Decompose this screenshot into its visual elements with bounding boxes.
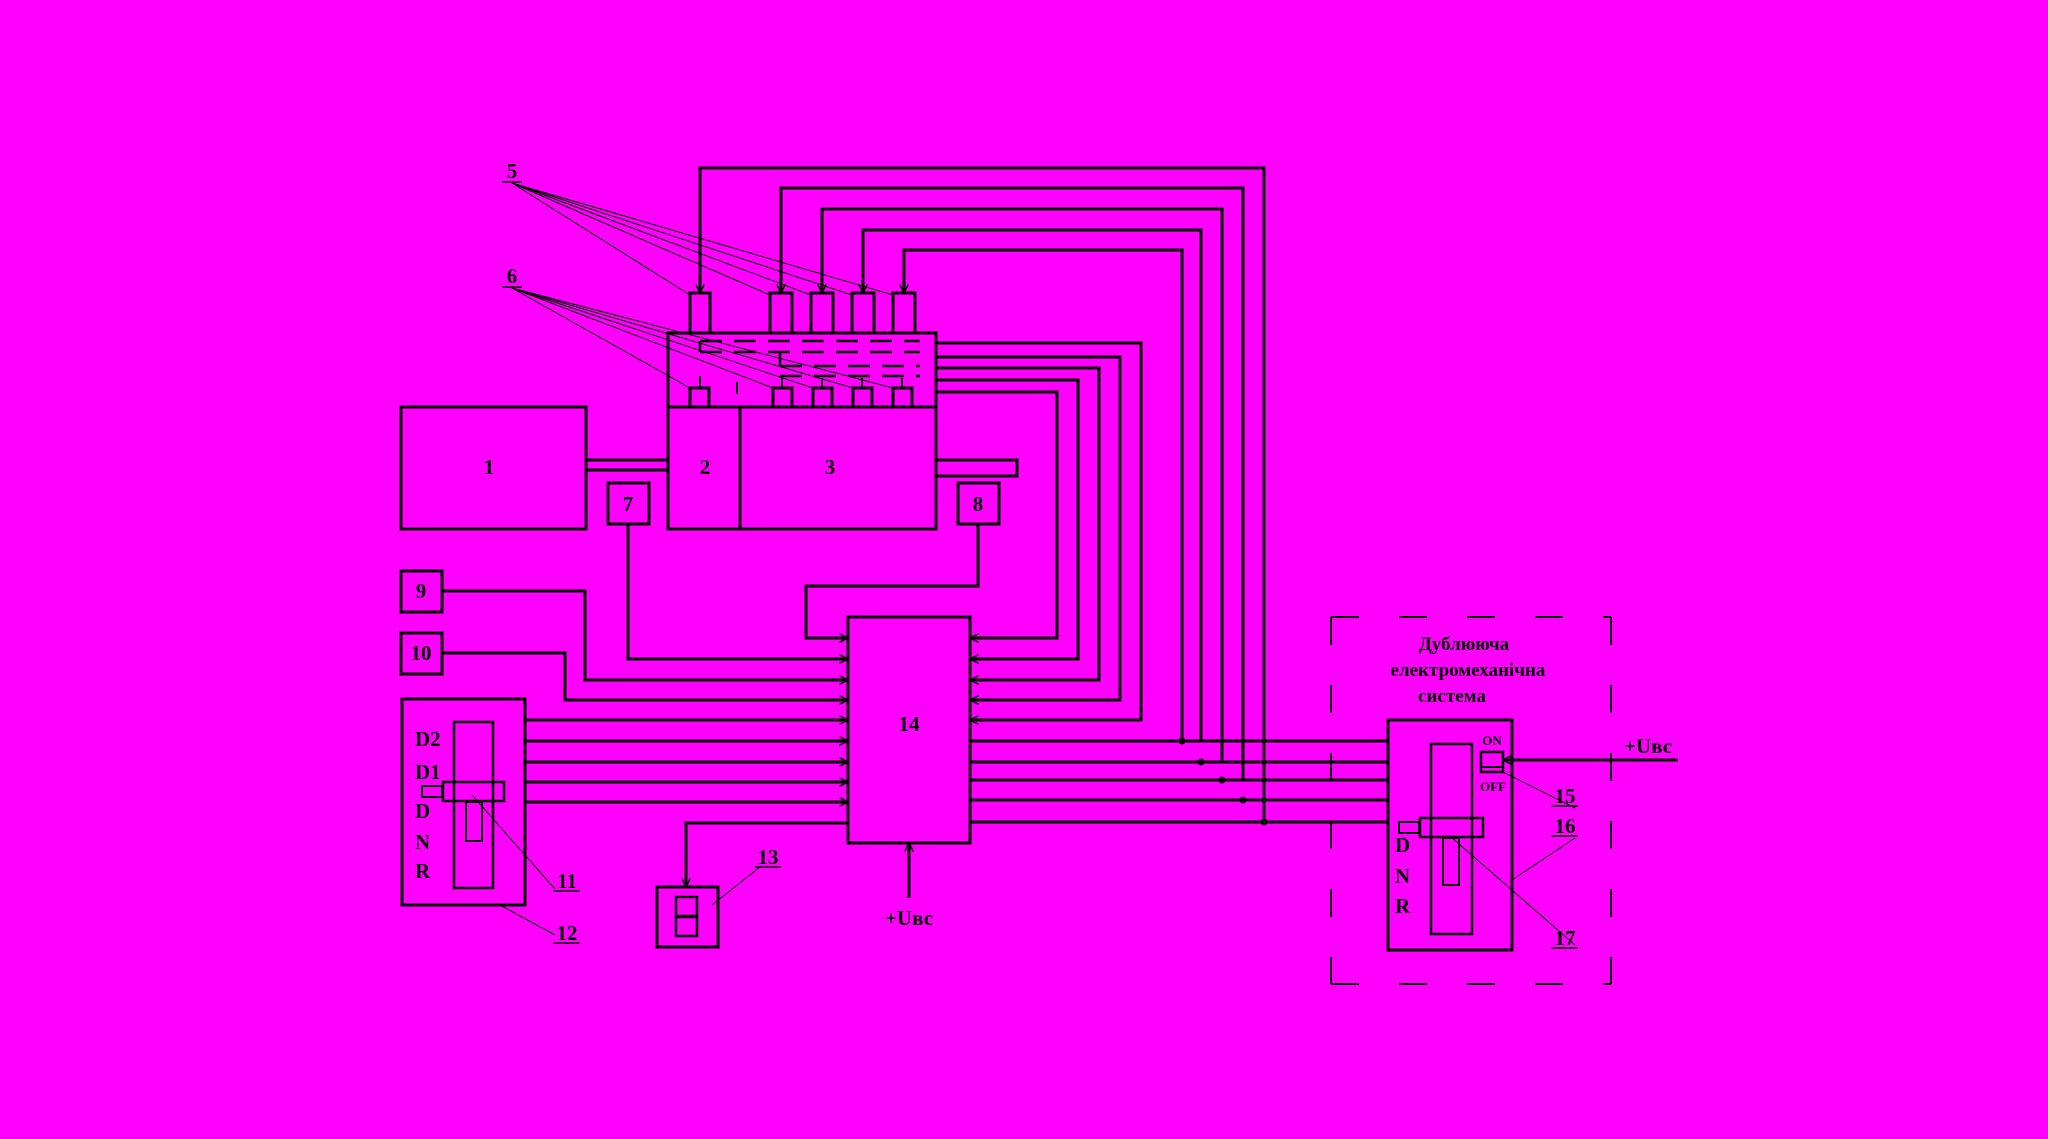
selector-lever-17 — [1418, 816, 1485, 839]
solenoid-5e — [891, 291, 917, 335]
sensor-6c — [811, 386, 834, 409]
label-block-2: 2 — [700, 455, 711, 479]
valve-body — [666, 331, 938, 409]
label-block-3: 3 — [825, 455, 836, 479]
callout-5: 5 — [507, 159, 518, 183]
labels: 1 2 3 7 8 9 10 14 5 6 11 12 13 15 16 17 … — [411, 159, 1673, 950]
position-r: R — [415, 859, 431, 883]
block-1 — [399, 405, 588, 531]
label-block-9: 9 — [416, 579, 427, 603]
callout-6: 6 — [507, 264, 518, 288]
power-label-right: +Uвс — [1624, 734, 1672, 758]
sensor-6b — [771, 386, 794, 409]
label-controller-14: 14 — [899, 712, 921, 736]
leader-lines — [471, 182, 1576, 946]
wiring — [399, 166, 1678, 985]
label-sensor-8: 8 — [973, 492, 984, 516]
position-n: N — [415, 830, 430, 854]
sensor-6d — [851, 386, 874, 409]
position-d1: D1 — [415, 760, 441, 784]
junctions — [1178, 737, 1268, 826]
power-label-bottom: +Uвс — [885, 906, 933, 930]
label-block-10: 10 — [411, 641, 432, 665]
position-d2: D2 — [415, 727, 441, 751]
label-block-1: 1 — [484, 455, 495, 479]
switch-15 — [1479, 750, 1505, 774]
duplicating-title-line-1: Дублююча — [1419, 634, 1510, 655]
label-sensor-7: 7 — [623, 492, 634, 516]
duplicating-title-line-3: система — [1418, 686, 1486, 707]
callout-underlines — [502, 181, 1578, 949]
callout-11: 11 — [557, 869, 577, 893]
position-d: D — [415, 799, 430, 823]
solenoid-5d — [850, 291, 876, 335]
solenoid-5c — [809, 291, 835, 335]
callout-13: 13 — [758, 845, 779, 869]
dup-position-d: D — [1395, 833, 1410, 857]
sensor-6a — [688, 386, 711, 409]
solenoid-5a — [688, 291, 712, 335]
dup-position-r: R — [1395, 894, 1411, 918]
callout-12: 12 — [557, 921, 578, 945]
duplicating-system-frame — [1330, 616, 1612, 985]
callout-15: 15 — [1555, 784, 1576, 808]
callout-16: 16 — [1555, 814, 1576, 838]
duplicating-title-line-2: електромеханічна — [1391, 660, 1546, 681]
switch-off-label: OFF — [1480, 779, 1506, 794]
callout-17: 17 — [1555, 926, 1576, 950]
sensor-6e — [891, 386, 914, 409]
solenoid-5b — [768, 291, 794, 335]
switch-on-label: ON — [1482, 733, 1502, 748]
selector-lever-11 — [441, 780, 506, 803]
gear-selector-16 — [1386, 718, 1514, 952]
dup-position-n: N — [1395, 864, 1410, 888]
